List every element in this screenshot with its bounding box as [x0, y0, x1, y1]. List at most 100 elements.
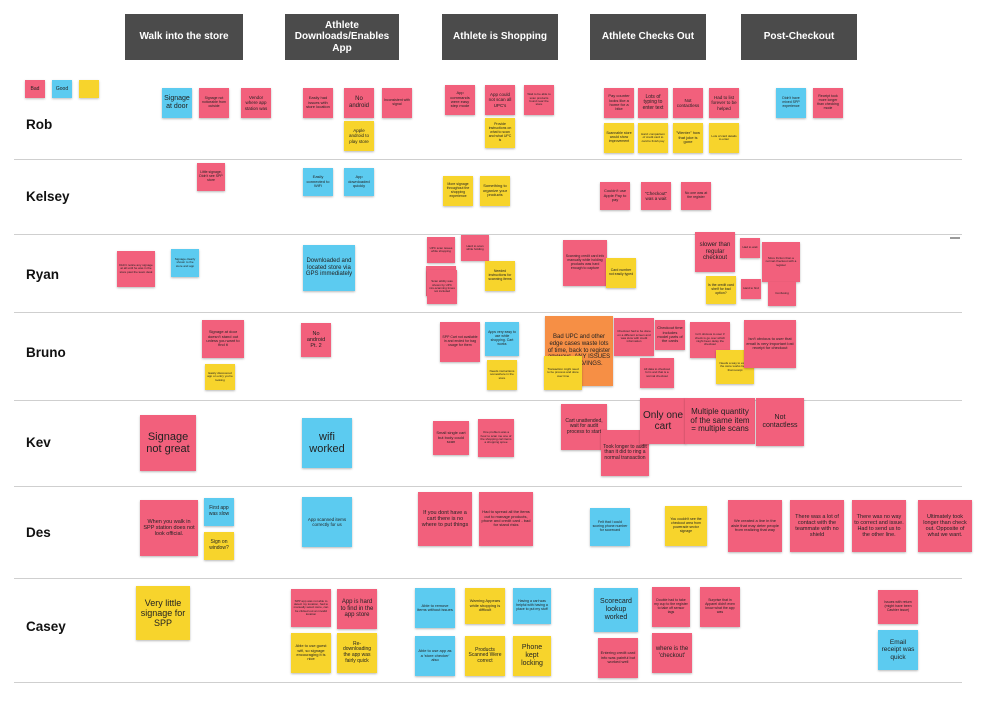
sticky-note: Hard to find	[741, 279, 761, 299]
sticky-note: Signage not great	[140, 415, 196, 471]
sticky-note: Sign on window?	[204, 532, 234, 560]
sticky-note: You couldn't see the checkout area from …	[665, 506, 707, 546]
sticky-note: One problem was a hour to scan me one of…	[478, 419, 514, 457]
sticky-note: Card number not easily typed	[606, 258, 636, 288]
sticky-note: wifi worked	[302, 418, 352, 468]
sticky-note: SPP app was not able to detect my locati…	[291, 589, 331, 627]
sticky-note: Entering credit card info was painful bu…	[598, 638, 638, 678]
sticky-note: Only one cart	[640, 398, 686, 444]
sticky-note: Downloaded and located store via GPS imm…	[303, 245, 355, 291]
sticky-note: App could not scan all UPC's	[485, 85, 515, 115]
row-label-rob: Rob	[26, 117, 53, 132]
legend-good-swatch: Good	[52, 80, 72, 98]
row-label-ryan: Ryan	[26, 267, 60, 282]
sticky-note: There was a lot of contact with the team…	[790, 500, 844, 552]
sticky-note: Had to spread all the items out to manag…	[479, 492, 533, 546]
sticky-note: UPC scan issues while shopping	[427, 237, 455, 263]
sticky-note: Scanning credit card info manually while…	[563, 240, 607, 286]
sticky-note: Able to use app as a 'store checker' als…	[415, 636, 455, 676]
sticky-note: Wait to be able to scan products found n…	[524, 85, 554, 115]
sticky-note: Very little signage for SPP	[136, 586, 190, 640]
sticky-note: Double had to take my cup to the registe…	[652, 587, 690, 627]
legend-bad-swatch: Bad	[25, 80, 45, 98]
sticky-note: Issues with return (might have been Cash…	[878, 590, 918, 624]
sticky-note: Easily discovered app on entry you're lo…	[205, 364, 235, 390]
sticky-note: Is the credit card shelf for bad option?	[706, 276, 736, 304]
row-divider	[14, 312, 962, 313]
sticky-note: Cart unattended, wait for audit process …	[561, 404, 607, 450]
sticky-note: "Checkout" was a wait	[641, 182, 671, 210]
phase-header-checkout: Athlete Checks Out	[590, 14, 706, 60]
sticky-note: Signage not noticeable from outside	[199, 88, 229, 118]
sticky-note: Signage clearly shown to the store and a…	[171, 249, 199, 277]
sticky-note: Hard to scan while holding	[461, 235, 489, 261]
sticky-note: Warning Appears while shopping is diffic…	[465, 588, 505, 624]
sticky-note: Easily had issues with store location	[303, 88, 333, 118]
sticky-note: Needed instructions for scanning items	[485, 261, 515, 291]
sticky-note: App is hard to find in the app store	[337, 589, 377, 629]
row-divider	[14, 682, 962, 683]
sticky-note: Receipt took more longer than checking m…	[813, 88, 843, 118]
row-label-casey: Casey	[26, 619, 66, 634]
phase-header-shopping: Athlete is Shopping	[442, 14, 558, 60]
sticky-note: Had to list forever to be helped	[709, 88, 739, 118]
row-label-des: Des	[26, 525, 51, 540]
row-label-bruno: Bruno	[26, 345, 66, 360]
sticky-note: App commands were easy step mode	[445, 85, 475, 115]
sticky-note: Able to use guest wifi, so signage encou…	[291, 633, 331, 673]
sticky-note: Surprise that in Apparel didn't even kno…	[700, 587, 740, 627]
sticky-note: Easily connected to WiFi	[303, 168, 333, 196]
sticky-note: We created a line in the aisle that may …	[728, 500, 782, 552]
row-label-kev: Kev	[26, 435, 51, 450]
phase-header-walk-in: Walk into the store	[125, 14, 243, 60]
sticky-note: If you dont have a cart there is no wher…	[418, 492, 472, 546]
row-divider	[14, 234, 962, 235]
sticky-note: All data to checkout form and that is a …	[640, 358, 674, 388]
sticky-note: Little signage, Didn't see SPP store	[197, 163, 225, 191]
sticky-note: Checkout had to be done on a different s…	[614, 318, 654, 356]
sticky-note: Provide instructions on what to scan and…	[485, 118, 515, 148]
sticky-note: Lots of card details to enter	[709, 123, 739, 153]
sticky-note: Scannable store would show improvement	[604, 123, 634, 153]
sticky-note: SPP Cart not available in and ended for …	[440, 322, 480, 362]
sticky-note: Felt that I could scoring phone number f…	[590, 508, 630, 546]
sticky-note: Email receipt was quick	[878, 630, 918, 670]
phase-header-download: Athlete Downloads/Enables App	[285, 14, 399, 60]
sticky-note: Having a cart was helpful with having a …	[513, 588, 551, 624]
sticky-note: When you walk in SPP station does not lo…	[140, 500, 198, 556]
row-label-kelsey: Kelsey	[26, 189, 70, 204]
row-divider	[14, 578, 962, 579]
sticky-note: Scan ability was shown by UPC mis-scanni…	[427, 270, 457, 304]
sticky-note: Re-downloading the app was fairly quick	[337, 633, 377, 673]
sticky-note: Had to wait	[740, 238, 760, 258]
sticky-note: Scorecard lookup worked	[594, 588, 638, 632]
sticky-note: More friction than a normal checkout wit…	[762, 242, 800, 282]
sticky-note: Checkout time includes model parts of th…	[655, 320, 685, 350]
sticky-note: Vendor where app station was	[241, 88, 271, 118]
sticky-note: Able to remove items without issues	[415, 588, 455, 628]
sticky-note: App scanned items correctly for us	[302, 497, 352, 547]
sticky-note: Something to organize your products	[480, 176, 510, 206]
sticky-note: Transaction might need to be process and…	[544, 356, 582, 390]
sticky-note: "Wenter" how that joke is gone	[673, 123, 703, 153]
sticky-note: where is the 'checkout'	[652, 633, 692, 673]
sticky-note: Couldn't use Apple Pay to pay	[600, 182, 630, 210]
sticky-note: Apps very easy to use while shopping. Ca…	[485, 322, 519, 356]
sticky-note: Inconsistent with signal	[382, 88, 412, 118]
sticky-note: Confusing	[768, 282, 796, 306]
row-divider	[14, 400, 962, 401]
phase-header-post-checkout: Post-Checkout	[741, 14, 857, 60]
sticky-note: More signage throughout the shopping exp…	[443, 176, 473, 206]
sticky-note: Hard: comparison of credit card to card …	[638, 123, 668, 153]
dash-mark	[950, 237, 960, 239]
sticky-note: Apple android to play store	[344, 121, 374, 151]
sticky-note: Signage at door doesn't stand out unless…	[202, 320, 244, 358]
sticky-note: App downloaded quickly	[344, 168, 374, 196]
sticky-note: Not contactless	[673, 88, 703, 118]
sticky-note: Didn't have mixed SPP experience	[776, 88, 806, 118]
row-divider	[14, 486, 962, 487]
sticky-note: There was no way to correct and issue. H…	[852, 500, 906, 552]
sticky-note: Lots of typing to enter text	[638, 88, 668, 118]
sticky-note: Multiple quantity of the same item = mul…	[685, 398, 755, 444]
